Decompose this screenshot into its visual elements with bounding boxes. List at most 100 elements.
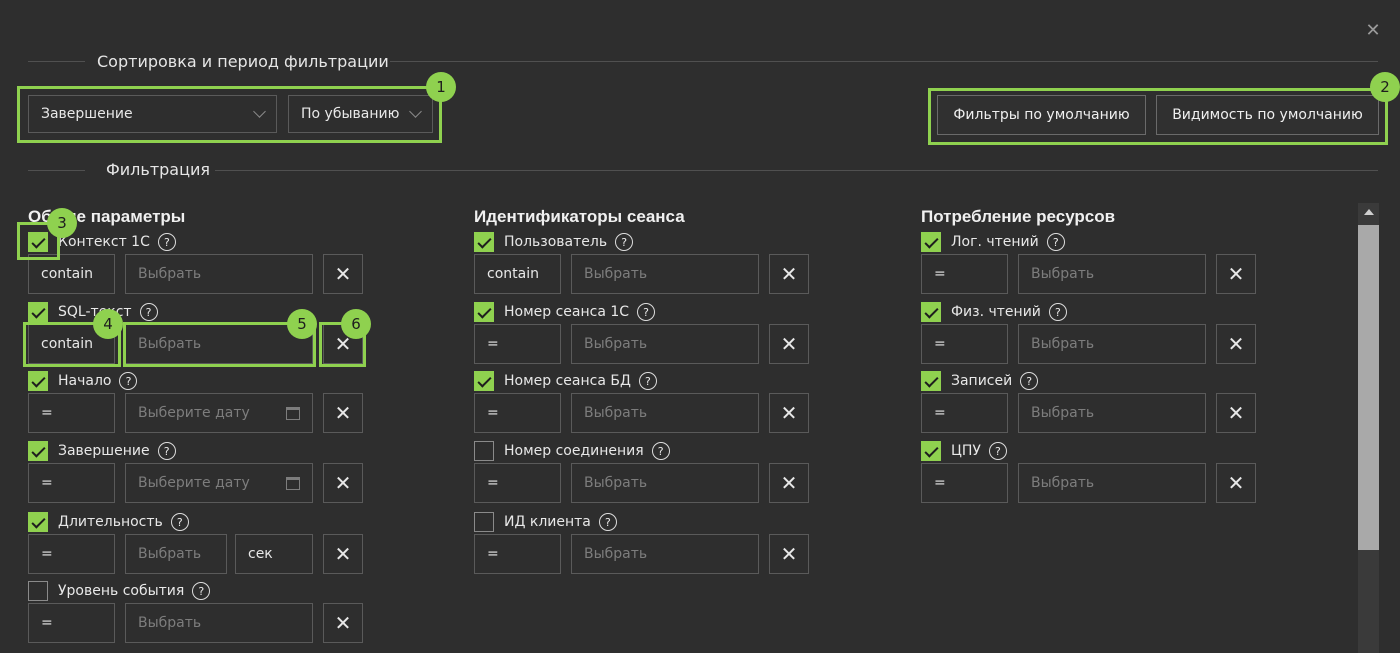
remove-filter-button[interactable]: ✕: [323, 393, 363, 433]
close-icon: ✕: [780, 471, 798, 495]
value-input[interactable]: Выбрать: [571, 463, 759, 503]
filter-checkbox[interactable]: [474, 302, 494, 322]
close-icon: ✕: [334, 262, 352, 286]
filter-checkbox[interactable]: [921, 441, 941, 461]
remove-filter-button[interactable]: ✕: [769, 254, 809, 294]
remove-filter-button[interactable]: ✕: [323, 254, 363, 294]
unit-select[interactable]: сек: [235, 534, 313, 574]
operator-select[interactable]: =: [921, 254, 1008, 294]
operator-select[interactable]: =: [28, 534, 115, 574]
scroll-up-icon[interactable]: [1358, 203, 1379, 221]
date-input[interactable]: Выберите дату: [125, 393, 313, 433]
operator-select[interactable]: =: [28, 463, 115, 503]
value-input[interactable]: Выбрать: [571, 534, 759, 574]
filter-1-4: ИД клиента ? = Выбрать ✕: [474, 512, 814, 574]
highlight-box-2: [928, 88, 1388, 145]
operator-select[interactable]: =: [474, 534, 561, 574]
help-icon[interactable]: ?: [651, 442, 670, 460]
scrollbar-thumb[interactable]: [1358, 225, 1379, 550]
remove-filter-button[interactable]: ✕: [323, 463, 363, 503]
value-input[interactable]: Выбрать: [1018, 463, 1206, 503]
badge-2: 2: [1370, 72, 1400, 102]
help-icon[interactable]: ?: [139, 303, 158, 321]
remove-filter-button[interactable]: ✕: [1216, 393, 1256, 433]
help-icon[interactable]: ?: [119, 372, 138, 390]
operator-select[interactable]: =: [474, 324, 561, 364]
default-visibility-button[interactable]: Видимость по умолчанию: [1156, 95, 1379, 135]
remove-filter-button[interactable]: ✕: [769, 393, 809, 433]
operator-select[interactable]: =: [28, 393, 115, 433]
remove-filter-button[interactable]: ✕: [1216, 463, 1256, 503]
filter-checkbox[interactable]: [474, 441, 494, 461]
remove-filter-button[interactable]: ✕: [769, 463, 809, 503]
help-icon[interactable]: ?: [615, 233, 634, 251]
sort-order-select[interactable]: По убыванию: [288, 95, 433, 133]
operator-select[interactable]: =: [474, 463, 561, 503]
filter-checkbox[interactable]: [28, 441, 48, 461]
operator-select[interactable]: =: [921, 324, 1008, 364]
value-input[interactable]: Выбрать: [571, 254, 759, 294]
operator-value: contain: [41, 266, 93, 282]
help-icon[interactable]: ?: [638, 372, 657, 390]
close-icon: ✕: [334, 542, 352, 566]
sort-field-select[interactable]: Завершение: [28, 95, 277, 133]
value-input[interactable]: Выбрать: [125, 534, 227, 574]
filter-checkbox[interactable]: [474, 371, 494, 391]
value-input[interactable]: Выбрать: [125, 254, 313, 294]
remove-filter-button[interactable]: ✕: [1216, 254, 1256, 294]
value-placeholder: Выбрать: [1031, 266, 1095, 282]
filter-checkbox[interactable]: [28, 232, 48, 252]
filter-header: Номер сеанса 1С ?: [474, 302, 656, 322]
help-icon[interactable]: ?: [1046, 233, 1065, 251]
calendar-icon[interactable]: [286, 476, 300, 490]
close-icon: ✕: [1227, 332, 1245, 356]
operator-select[interactable]: =: [921, 463, 1008, 503]
filter-label: Пользователь: [504, 234, 608, 250]
date-input[interactable]: Выберите дату: [125, 463, 313, 503]
value-input[interactable]: Выбрать: [1018, 254, 1206, 294]
filter-checkbox[interactable]: [28, 512, 48, 532]
help-icon[interactable]: ?: [170, 513, 189, 531]
operator-select[interactable]: =: [921, 393, 1008, 433]
filter-checkbox[interactable]: [921, 302, 941, 322]
filter-label: Контекст 1С: [58, 234, 150, 250]
filter-checkbox[interactable]: [28, 581, 48, 601]
value-input[interactable]: Выбрать: [125, 603, 313, 643]
help-icon[interactable]: ?: [988, 442, 1007, 460]
remove-filter-button[interactable]: ✕: [769, 534, 809, 574]
help-icon[interactable]: ?: [598, 513, 617, 531]
help-icon[interactable]: ?: [637, 303, 656, 321]
close-icon[interactable]: ✕: [1365, 20, 1381, 41]
value-input[interactable]: Выбрать: [1018, 393, 1206, 433]
help-icon[interactable]: ?: [1020, 372, 1039, 390]
help-icon[interactable]: ?: [157, 442, 176, 460]
remove-filter-button[interactable]: ✕: [323, 603, 363, 643]
default-filters-button[interactable]: Фильтры по умолчанию: [937, 95, 1146, 135]
filter-checkbox[interactable]: [921, 232, 941, 252]
remove-filter-button[interactable]: ✕: [769, 324, 809, 364]
unit-value: сек: [248, 546, 273, 562]
filter-checkbox[interactable]: [474, 232, 494, 252]
close-icon: ✕: [780, 262, 798, 286]
filter-checkbox[interactable]: [474, 512, 494, 532]
operator-select[interactable]: =: [28, 603, 115, 643]
calendar-icon[interactable]: [286, 406, 300, 420]
close-icon: ✕: [334, 611, 352, 635]
close-icon: ✕: [1227, 471, 1245, 495]
filter-2-2: Записей ? = Выбрать ✕: [921, 371, 1261, 433]
filter-checkbox[interactable]: [28, 371, 48, 391]
remove-filter-button[interactable]: ✕: [1216, 324, 1256, 364]
filter-checkbox[interactable]: [921, 371, 941, 391]
help-icon[interactable]: ?: [192, 582, 211, 600]
value-input[interactable]: Выбрать: [571, 324, 759, 364]
operator-select[interactable]: contain: [474, 254, 561, 294]
close-icon: ✕: [1227, 401, 1245, 425]
remove-filter-button[interactable]: ✕: [323, 534, 363, 574]
filter-checkbox[interactable]: [28, 302, 48, 322]
operator-select[interactable]: contain: [28, 254, 115, 294]
value-input[interactable]: Выбрать: [571, 393, 759, 433]
help-icon[interactable]: ?: [1048, 303, 1067, 321]
operator-select[interactable]: =: [474, 393, 561, 433]
help-icon[interactable]: ?: [157, 233, 176, 251]
value-input[interactable]: Выбрать: [1018, 324, 1206, 364]
